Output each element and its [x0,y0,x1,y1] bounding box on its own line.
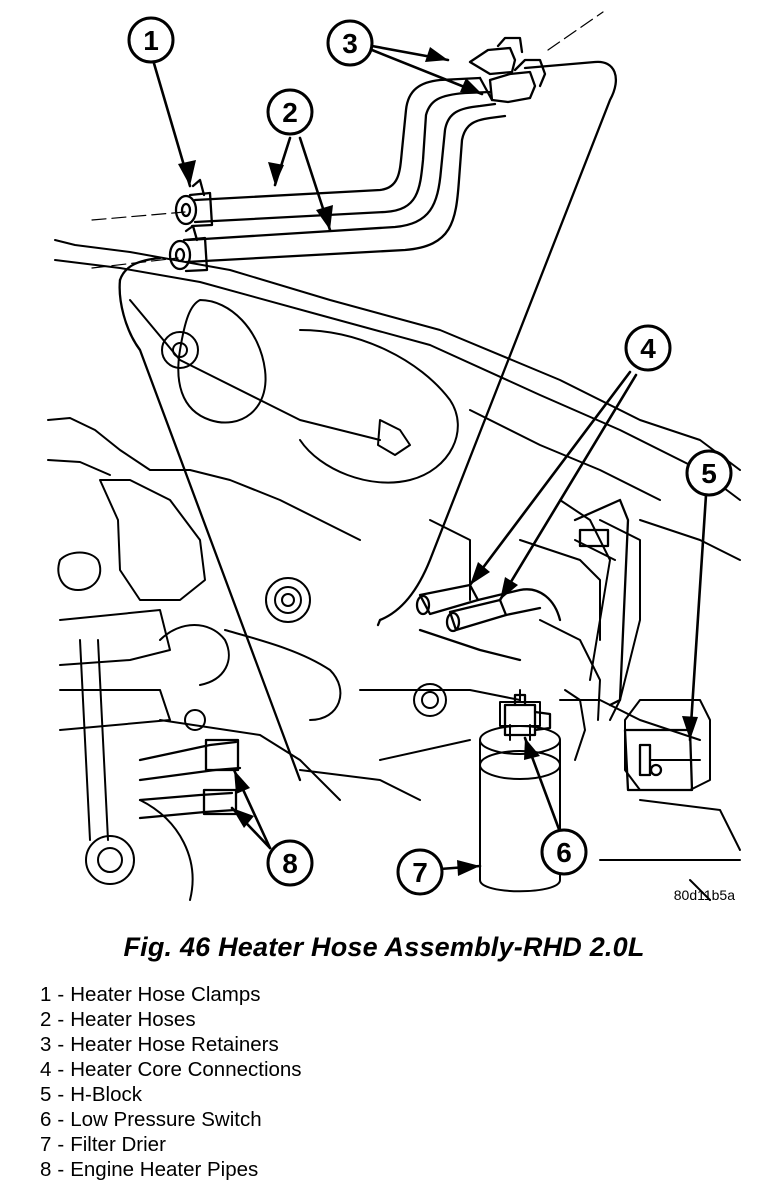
svg-text:2: 2 [282,97,298,128]
filter-drier [479,689,586,893]
legend-item: 3-Heater Hose Retainers [40,1033,279,1056]
heater-hose-diagram: 1 2 3 4 5 6 7 8 80d11b5a [47,11,741,903]
legend-number: 5 [40,1083,52,1106]
svg-text:6: 6 [556,837,572,868]
legend-label: H-Block [70,1083,142,1106]
svg-text:8: 8 [282,848,298,879]
legend-number: 3 [40,1033,52,1056]
callout-1: 1 [127,16,175,64]
svg-text:5: 5 [701,458,717,489]
callout-6: 6 [540,828,588,876]
legend-item: 1-Heater Hose Clamps [40,983,261,1006]
heater-core-connections [415,583,562,662]
callout-8: 8 [266,839,314,887]
svg-text:1: 1 [143,25,159,56]
legend-item: 6-Low Pressure Switch [40,1108,262,1131]
legend-number: 4 [40,1058,52,1081]
legend-label: Low Pressure Switch [70,1108,262,1131]
svg-text:7: 7 [412,857,428,888]
legend-number: 1 [40,983,52,1006]
arrow-heads [178,47,698,876]
heater-hoses [118,60,618,782]
figure-caption: Fig. 46 Heater Hose Assembly-RHD 2.0L [123,932,645,962]
heater-hose-clamps [168,178,214,273]
callout-7: 7 [396,848,444,896]
legend-number: 2 [40,1008,52,1031]
engine-heater-pipes [138,738,242,820]
legend-number: 8 [40,1158,52,1181]
legend-item: 7-Filter Drier [40,1133,166,1156]
legend-label: Engine Heater Pipes [70,1158,259,1181]
routing-lines [91,11,604,269]
legend-number: 7 [40,1133,52,1156]
callout-5: 5 [685,449,733,497]
low-pressure-switch [503,693,552,737]
legend-number: 6 [40,1108,52,1131]
h-block [573,498,694,792]
figure-code: 80d11b5a [674,887,735,903]
legend-label: Heater Hose Retainers [70,1033,279,1056]
legend-label: Heater Hoses [70,1008,196,1031]
callout-4: 4 [624,324,672,372]
legend-label: Heater Hose Clamps [70,983,261,1006]
legend-list: 1-Heater Hose Clamps 2-Heater Hoses 3-He… [40,982,302,1182]
callouts: 1 2 3 4 5 6 7 8 [127,16,733,896]
svg-text:4: 4 [640,333,656,364]
legend-label: Heater Core Connections [70,1058,302,1081]
svg-text:3: 3 [342,28,358,59]
heater-hose-retainers [468,36,547,104]
callout-3: 3 [326,19,374,67]
legend-item: 8-Engine Heater Pipes [40,1158,259,1181]
legend-item: 5-H-Block [40,1083,142,1106]
firewall-outline [47,239,741,901]
legend-item: 2-Heater Hoses [40,1008,196,1031]
callout-2: 2 [266,88,314,136]
legend-label: Filter Drier [70,1133,166,1156]
legend-item: 4-Heater Core Connections [40,1058,302,1081]
